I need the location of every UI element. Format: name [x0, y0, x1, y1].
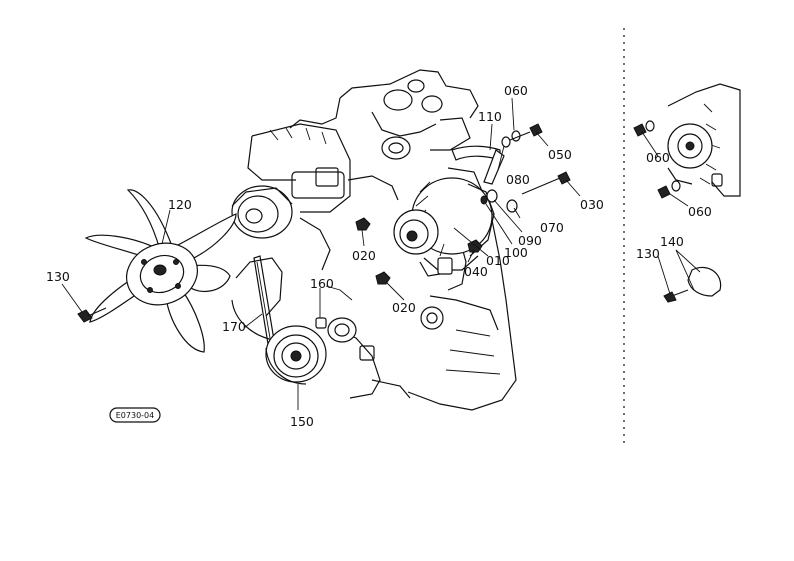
crank-pulley-nut: [315, 317, 357, 343]
callout-020-upper: 020: [352, 248, 376, 263]
inset-shield: [663, 266, 722, 303]
callout-080: 080: [506, 172, 530, 187]
inset-alternator: [633, 83, 741, 199]
callout-110: 110: [478, 109, 502, 124]
callout-060-inset-lower: 060: [688, 204, 712, 219]
callout-130-inset: 130: [636, 246, 660, 261]
callout-060-inset-upper: 060: [646, 150, 670, 165]
diagram-code-text: E0730-04: [116, 411, 154, 420]
callout-060-upper: 060: [504, 83, 528, 98]
callout-120: 120: [168, 197, 192, 212]
diagram-code-badge: E0730-04: [109, 407, 161, 423]
callout-010: 010: [486, 253, 510, 268]
callout-140: 140: [660, 234, 684, 249]
leader-lines: [61, 97, 701, 410]
callout-100: 100: [504, 245, 528, 260]
callout-030: 030: [580, 197, 604, 212]
callout-090: 090: [518, 233, 542, 248]
callout-160: 160: [310, 276, 334, 291]
callout-170: 170: [222, 319, 246, 334]
callout-020-lower: 020: [392, 300, 416, 315]
callout-070: 070: [540, 220, 564, 235]
callout-130-fan-bolt: 130: [46, 269, 70, 284]
fan-belt: [253, 255, 275, 346]
engine-block: [231, 69, 517, 411]
fan-bolt: [77, 307, 107, 323]
adjusting-arm: [451, 145, 505, 185]
crankshaft-pulley: [265, 325, 327, 385]
callout-150: 150: [290, 414, 314, 429]
callout-050: 050: [548, 147, 572, 162]
callout-labels: 120 130 110 060 050 080 030 070 090 100 …: [46, 83, 712, 429]
callout-040: 040: [464, 264, 488, 279]
alternator: [393, 177, 495, 277]
cooling-fan: [84, 189, 237, 353]
water-pump-pulley: [231, 185, 293, 239]
